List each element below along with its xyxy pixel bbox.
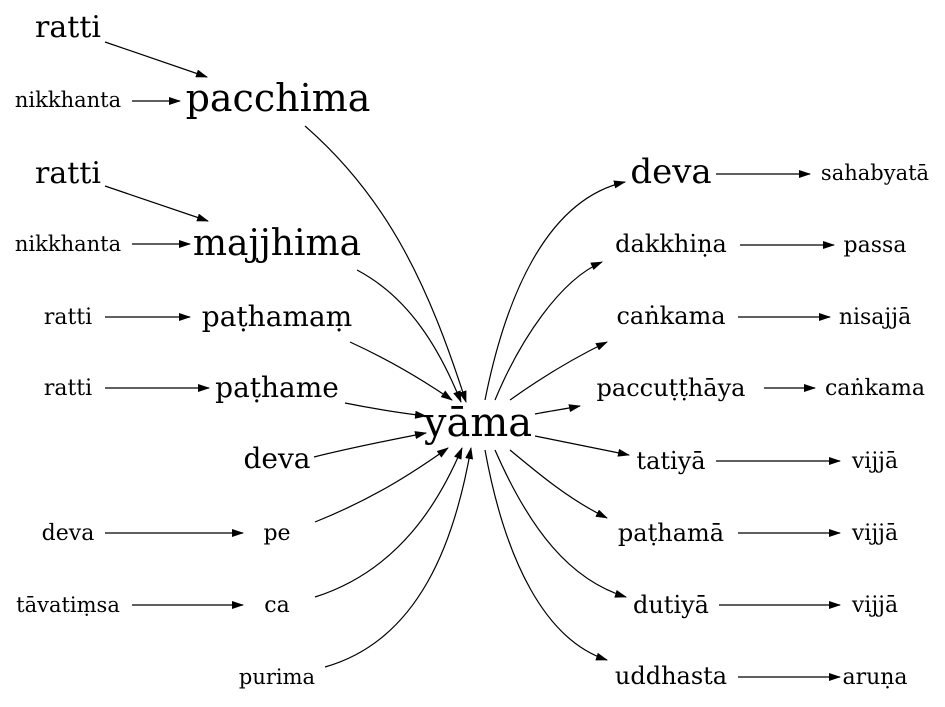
node-nisajja: nisajjā <box>839 305 911 330</box>
edge-yama-paccutthaya <box>534 404 581 415</box>
edges-left <box>104 41 474 668</box>
node-tavatimsa: tāvatiṃsa <box>16 593 120 617</box>
edge-pacchima-yama <box>304 125 467 403</box>
node-uddhasta: uddhasta <box>615 662 727 690</box>
node-yama-center: yāma <box>423 400 532 446</box>
node-pathama: paṭhamā <box>618 519 724 547</box>
edge-deva-yama <box>313 431 427 458</box>
edge-yama-dakkhina <box>494 261 603 401</box>
node-tatiya: tatiyā <box>636 447 705 475</box>
node-ratti-2: ratti <box>35 156 101 191</box>
node-ratti-3: ratti <box>44 305 92 330</box>
node-vijja-1: vijjā <box>851 449 898 474</box>
node-pathame: paṭhame <box>215 371 339 404</box>
node-majjhima: majjhima <box>193 223 361 264</box>
node-purima: purima <box>239 665 315 689</box>
node-aruna: aruṇa <box>842 665 907 690</box>
nodes-left: ratti nikkhanta pacchima ratti nikkhanta… <box>15 10 371 689</box>
edge-yama-dutiya <box>494 449 627 598</box>
node-passa: passa <box>844 233 907 258</box>
node-cankama: caṅkama <box>616 302 725 330</box>
edge-yama-uddhasta <box>484 449 608 661</box>
node-pathamam: paṭhamaṃ <box>202 300 352 333</box>
node-paccutthaya: paccuṭṭhāya <box>597 374 746 402</box>
nodes-right: deva sahabyatā dakkhiṇa passa caṅkama ni… <box>597 152 930 690</box>
node-deva-mid: deva <box>243 442 310 475</box>
edge-pathame-yama <box>344 402 427 419</box>
node-ratti-1: ratti <box>35 10 101 45</box>
edge-purima-yama <box>324 447 474 668</box>
node-deva-right: deva <box>630 152 711 192</box>
node-deva-src: deva <box>42 521 95 546</box>
node-dakkhina: dakkhiṇa <box>615 230 727 258</box>
node-nikkhanta-1: nikkhanta <box>15 88 121 112</box>
edge-yama-cankama <box>509 341 608 401</box>
edge-majjhima-yama <box>356 269 462 403</box>
node-nikkhanta-2: nikkhanta <box>15 232 121 256</box>
node-pe: pe <box>263 521 290 546</box>
edge-pe-yama <box>314 447 449 523</box>
edge-yama-deva <box>484 180 626 401</box>
edges-right <box>484 170 841 681</box>
edge-ca-yama <box>314 447 463 598</box>
node-dutiya: dutiyā <box>633 591 709 619</box>
edge-yama-pathama <box>509 449 608 519</box>
node-vijja-2: vijjā <box>851 521 898 546</box>
edge-yama-tatiya <box>534 435 630 457</box>
edge-ratti-majjhima <box>104 185 209 222</box>
node-vijja-3: vijjā <box>851 593 898 618</box>
node-sahabyata: sahabyatā <box>821 161 929 185</box>
node-pacchima: pacchima <box>186 76 371 120</box>
node-ratti-4: ratti <box>44 376 92 401</box>
edge-ratti-pacchima <box>104 41 208 78</box>
node-cankama-2: caṅkama <box>825 376 925 401</box>
edge-pathamam-yama <box>349 341 453 401</box>
node-ca: ca <box>264 593 289 618</box>
